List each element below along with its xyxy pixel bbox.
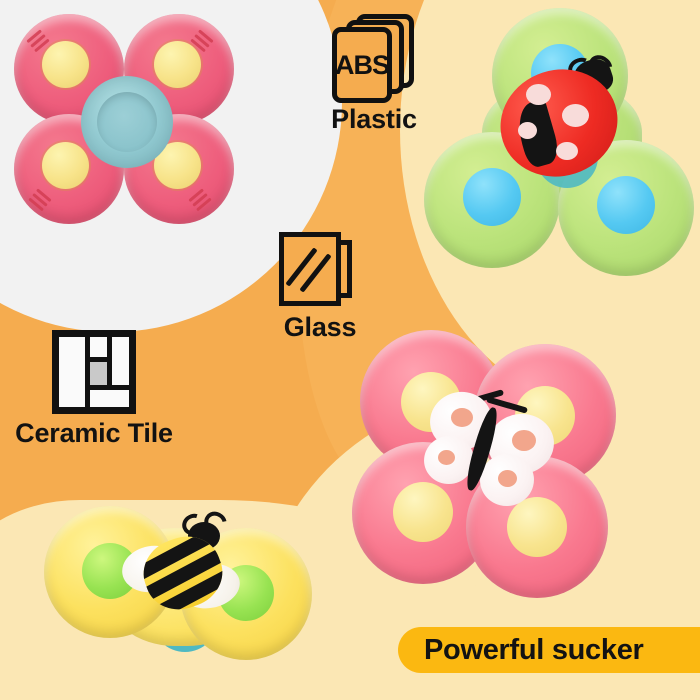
powerful-sucker-banner: Powerful sucker [398,627,700,673]
spinner-cap [597,176,655,234]
ladybug-dot [556,142,578,160]
feature-label-plastic: Plastic [331,104,417,134]
spinner-cap [393,482,453,542]
butterfly-spot [512,430,536,451]
spinner-pink-butterfly [352,330,624,600]
tile-piece [90,337,107,357]
tile-piece [59,337,85,407]
ceramic-tile-grid-icon [52,330,136,414]
butterfly-character [419,386,558,512]
ladybug-dot [562,104,589,127]
abs-label: ABS [334,49,390,80]
feature-plastic: ABS Plastic [326,14,422,135]
tile-piece [112,337,129,385]
abs-plastic-sheets-icon: ABS [328,14,420,103]
spinner-cap [154,41,201,88]
feature-ceramic-tile: Ceramic Tile [14,330,174,449]
glass-pane-icon [277,232,363,308]
spinner-green-ladybug [424,8,700,280]
butterfly-spot [498,470,517,487]
bee-character [118,507,244,622]
butterfly-spot [451,408,473,427]
spinner-cap [507,497,567,557]
feature-label-glass: Glass [283,312,357,342]
spinner-cap [42,41,89,88]
feature-label-ceramic-tile: Ceramic Tile [15,418,173,448]
ladybug-character [486,50,632,192]
spinner-pink-flower [12,14,238,226]
feature-glass: Glass [272,232,368,343]
tile-piece-highlight [90,362,107,385]
suction-cup-inner [97,92,157,152]
spinner-cap [463,168,521,226]
ladybug-dot [526,84,551,105]
tile-piece [90,390,129,407]
spinner-cap [42,142,89,189]
ladybug-dot [518,122,537,139]
sheet-front [332,27,392,103]
glass-pane-front [279,232,341,306]
spinner-yellow-bee [44,500,312,690]
butterfly-spot [438,450,455,465]
banner-label: Powerful sucker [424,633,644,666]
